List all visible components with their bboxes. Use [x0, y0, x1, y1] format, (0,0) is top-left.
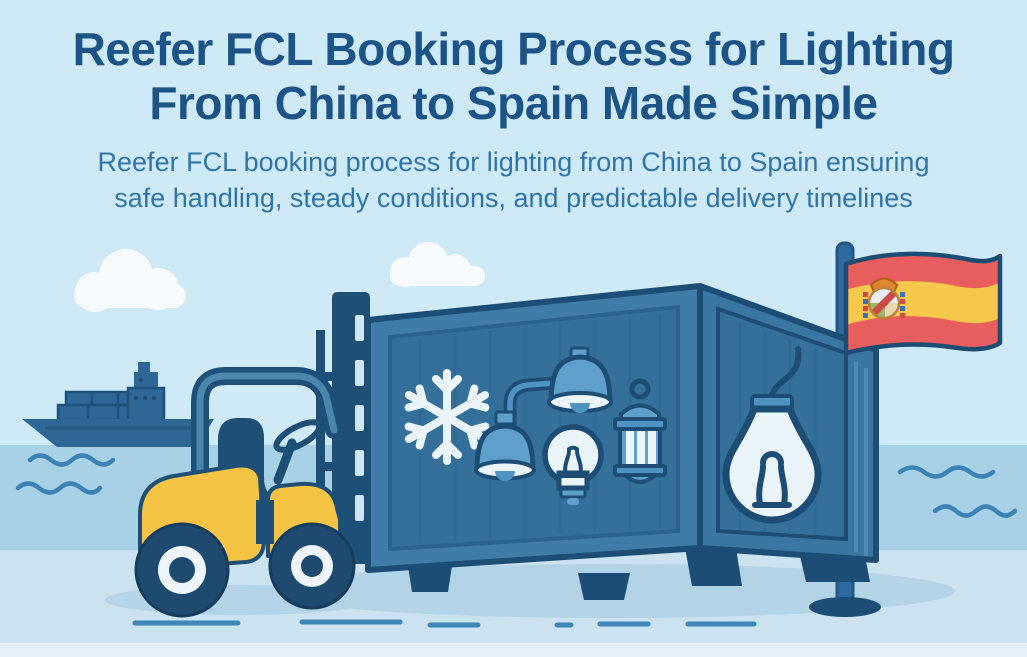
spain-coat-of-arms	[863, 277, 905, 320]
spain-flag	[843, 251, 1003, 356]
flag-pole-base	[809, 597, 881, 617]
subtitle-line-1: Reefer FCL booking process for lighting …	[97, 147, 930, 177]
forklift-front-wheel	[268, 522, 356, 610]
cloud-left	[74, 249, 186, 312]
lantern-icon	[613, 378, 667, 484]
container-side-inner	[388, 304, 680, 552]
sea-waves	[15, 453, 1018, 518]
pendant-lamp-icon	[547, 346, 613, 413]
ground-edge	[0, 643, 1027, 657]
snowflake-icon	[403, 369, 490, 461]
pendant-lamp-icon-lower	[474, 410, 536, 481]
emblem-ornaments	[863, 292, 905, 318]
title-line-2: From China to Spain Made Simple	[149, 77, 878, 129]
light-bulb-icon	[542, 424, 604, 505]
ship-hull	[22, 419, 214, 447]
title-line-1: Reefer FCL Booking Process for Lighting	[72, 23, 955, 75]
forklift	[134, 292, 370, 618]
container-feet	[408, 548, 870, 600]
forklift-steering-wheel	[273, 419, 323, 485]
reefer-container	[365, 283, 879, 600]
road-dashes	[132, 619, 757, 628]
wall-lamp-icon	[474, 346, 613, 481]
subtitle-line-2: safe handling, steady conditions, and pr…	[114, 183, 913, 213]
cargo-ship	[22, 362, 214, 447]
cloud-middle	[390, 242, 485, 287]
hanging-bulb-icon	[722, 346, 822, 524]
corner-post-highlight	[854, 362, 868, 556]
page-subtitle: Reefer FCL booking process for lighting …	[0, 144, 1027, 216]
forklift-mast	[316, 292, 370, 564]
forklift-rear-wheel	[134, 522, 230, 618]
